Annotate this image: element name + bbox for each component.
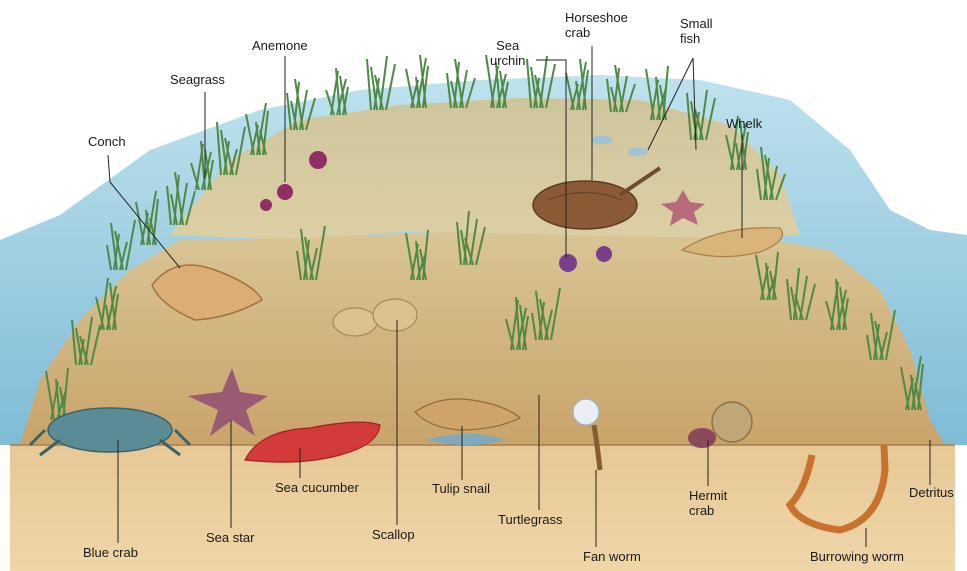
label-sea-cucumber: Sea cucumber xyxy=(275,480,359,495)
label-horseshoe-crab: Horseshoe crab xyxy=(565,10,628,40)
anemone xyxy=(277,184,293,200)
small-fish xyxy=(628,148,648,156)
label-whelk: Whelk xyxy=(726,116,762,131)
sea-urchin xyxy=(596,246,612,262)
label-hermit-crab: Hermit crab xyxy=(689,488,727,518)
label-turtlegrass: Turtlegrass xyxy=(498,512,563,527)
label-detritus: Detritus xyxy=(909,485,954,500)
label-conch: Conch xyxy=(88,134,126,149)
label-tulip-snail: Tulip snail xyxy=(432,481,490,496)
anemone xyxy=(260,199,272,211)
label-fan-worm: Fan worm xyxy=(583,549,641,564)
label-burrowing-worm: Burrowing worm xyxy=(810,549,904,564)
label-seagrass: Seagrass xyxy=(170,72,225,87)
sea-urchin xyxy=(559,254,577,272)
label-small-fish: Small fish xyxy=(680,16,713,46)
label-blue-crab: Blue crab xyxy=(83,545,138,560)
label-sea-urchin: Sea urchin xyxy=(490,38,525,68)
small-fish xyxy=(591,136,613,144)
label-anemone: Anemone xyxy=(252,38,308,53)
anemone xyxy=(309,151,327,169)
label-scallop: Scallop xyxy=(372,527,415,542)
label-sea-star: Sea star xyxy=(206,530,254,545)
